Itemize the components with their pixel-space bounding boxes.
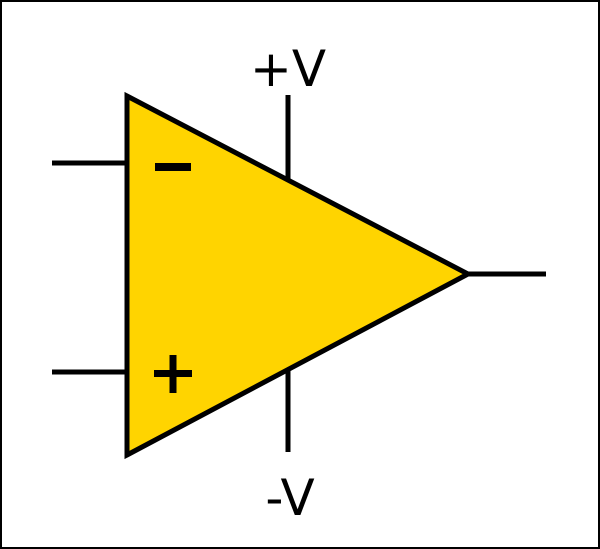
positive-supply-label: +V: [250, 40, 326, 98]
inverting-input-symbol: [155, 163, 191, 171]
amplifier-triangle: [124, 91, 474, 460]
non-inverting-input-symbol: [154, 355, 192, 393]
negative-supply-label: -V: [265, 469, 314, 527]
